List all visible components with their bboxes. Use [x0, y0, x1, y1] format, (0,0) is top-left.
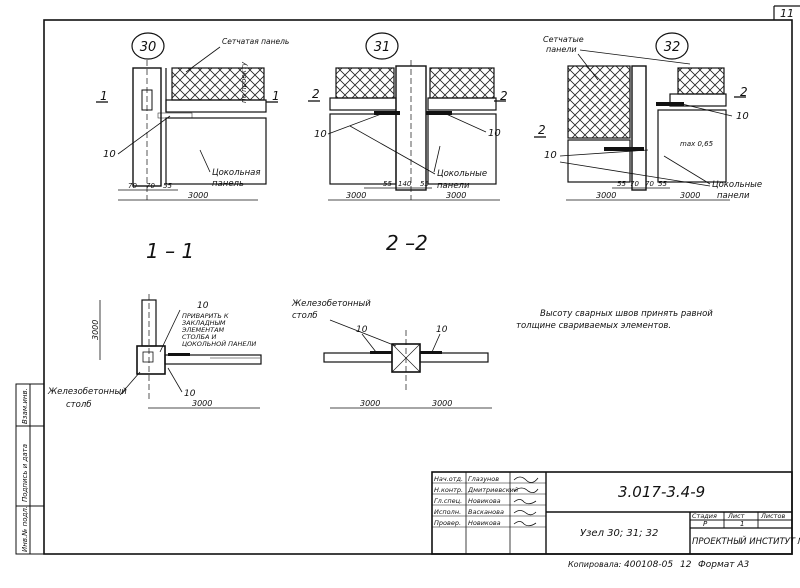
- node-31-span-left: 3000: [346, 191, 366, 200]
- sig-role-4: Исполн.: [434, 508, 461, 516]
- sig-name-1: Глазунов: [468, 475, 499, 483]
- section-2-2: 2 –2 Железобетонный столб 10 10 3000 300…: [291, 231, 492, 409]
- node-32-section-right: 2: [740, 85, 748, 99]
- section-2-2-title: 2 –2: [386, 231, 428, 255]
- order-number: 400108-05: [624, 560, 673, 570]
- side-stamp-sign-date: Подпись и дата: [21, 444, 29, 502]
- sig-name-2: Дмитриевский: [467, 486, 518, 494]
- node-32-panel-bottom-1: Цокольные: [712, 180, 762, 190]
- node-30-panel-bottom-1: Цокольная: [212, 168, 260, 178]
- node-30-vertical-label: по проекту: [240, 61, 248, 103]
- section-1-1-height: 3000: [91, 320, 100, 340]
- sheets-header: Листов: [760, 512, 785, 520]
- sig-role-2: Н.контр.: [434, 486, 463, 494]
- node-30-section-right: 1: [272, 89, 280, 103]
- general-note-2: толщине свариваемых элементов.: [516, 321, 671, 331]
- node-32-span-right: 3000: [680, 191, 700, 200]
- section-1-1-span: 3000: [192, 399, 212, 408]
- side-stamp: Взам.инв. Подпись и дата Инв.№ подл.: [15, 383, 45, 555]
- drawing-code: 3.017-3.4-9: [618, 483, 705, 501]
- side-stamp-inv: Инв.№ подл.: [21, 506, 29, 552]
- node-30-dim-1: 70: [128, 182, 137, 190]
- title-block: Нач.отд. Глазунов Н.контр. Дмитриевский …: [431, 471, 800, 555]
- node-31-span-right: 3000: [446, 191, 466, 200]
- node-32-section-left: 2: [538, 123, 546, 137]
- organization: ПРОЕКТНЫЙ ИНСТИТУТ №2: [692, 535, 800, 547]
- section-1-1-column-2: столб: [66, 400, 92, 410]
- sig-role-3: Гл.спец.: [434, 497, 462, 505]
- sheet-header: Лист: [727, 512, 745, 520]
- node-31: 31 2 2 10 10 Цокольные панели 55 140 55 …: [308, 32, 508, 201]
- node-32-callout-left: 10: [544, 150, 557, 161]
- node-32-dim-1: 55: [617, 180, 626, 188]
- node-31-section-right: 2: [500, 89, 508, 103]
- node-32-dim-2: 70: [630, 180, 639, 188]
- format-label: Формат А3: [698, 560, 750, 570]
- section-2-2-column-1: Железобетонный: [291, 299, 371, 309]
- node-31-dim-2: 140: [398, 180, 412, 188]
- node-32-number: 32: [664, 40, 681, 55]
- node-31-dim-3: 55: [420, 180, 429, 188]
- node-32-panel-top-2: панели: [546, 45, 577, 54]
- sig-name-4: Васканова: [468, 508, 504, 516]
- node-32-span-left: 3000: [596, 191, 616, 200]
- node-31-number: 31: [374, 40, 391, 55]
- section-2-2-callout-right: 10: [436, 325, 448, 335]
- node-32-callout-right: 10: [736, 111, 749, 122]
- side-stamp-replace: Взам.инв.: [21, 388, 29, 424]
- node-32-panel-top-1: Сетчатые: [543, 35, 584, 44]
- section-1-1-callout-bottom: 10: [184, 389, 196, 399]
- sheet-value: 1: [740, 520, 744, 528]
- general-note-1: Высоту сварных швов принять равной: [540, 309, 713, 319]
- node-30: 30 Сетчатая панель по проекту 1 1 10 Цок…: [96, 32, 289, 201]
- node-31-callout-right: 10: [488, 128, 501, 139]
- node-31-callout-left: 10: [314, 129, 327, 140]
- section-1-1-callout-top: 10: [197, 301, 209, 311]
- section-2-2-column-2: столб: [292, 311, 318, 321]
- node-30-dim-2: 70: [146, 182, 155, 190]
- sheet-number: 11: [780, 7, 794, 20]
- section-2-2-span-left: 3000: [360, 399, 380, 408]
- node-31-panel-bottom-1: Цокольные: [437, 169, 487, 179]
- node-32: 32 Сетчатые панели 2 2 10 10 max 0,65 Цо…: [534, 32, 762, 201]
- node-31-section-left: 2: [312, 87, 320, 101]
- sig-role-1: Нач.отд.: [434, 475, 463, 483]
- stage-header: Стадия: [692, 512, 717, 520]
- sig-role-5: Провер.: [434, 519, 461, 527]
- node-32-panel-bottom-2: панели: [717, 191, 750, 201]
- node-30-panel-bottom-2: панель: [212, 179, 244, 189]
- sig-name-5: Новикова: [468, 519, 501, 527]
- copied-by-label: Копировала:: [568, 560, 622, 569]
- node-30-span: 3000: [188, 191, 208, 200]
- section-1-1-note-2: ЗАКЛАДНЫМ: [182, 319, 226, 327]
- section-1-1: 1 – 1 10 ПРИВАРИТЬ К ЗАКЛАДНЫМ ЭЛЕМЕНТАМ…: [47, 239, 262, 410]
- drawing-title: Узел 30; 31; 32: [580, 528, 658, 539]
- section-2-2-callout-left: 10: [356, 325, 368, 335]
- node-30-number: 30: [140, 40, 157, 55]
- node-32-max-dim: max 0,65: [680, 140, 714, 148]
- copy-sheet: 12: [680, 560, 692, 570]
- section-1-1-note-5: ЦОКОЛЬНОЙ ПАНЕЛИ: [182, 339, 256, 348]
- node-32-dim-4: 55: [658, 180, 667, 188]
- section-1-1-column-1: Железобетонный: [47, 387, 127, 397]
- section-2-2-span-right: 3000: [432, 399, 452, 408]
- node-32-dim-3: 70: [645, 180, 654, 188]
- section-1-1-note-1: ПРИВАРИТЬ К: [182, 312, 229, 320]
- stage-value: Р: [703, 520, 708, 528]
- section-1-1-note-3: ЭЛЕМЕНТАМ: [181, 326, 225, 334]
- node-30-section-left: 1: [100, 89, 108, 103]
- node-30-panel-top: Сетчатая панель: [222, 37, 289, 46]
- sig-name-3: Новикова: [468, 497, 501, 505]
- section-1-1-title: 1 – 1: [146, 239, 194, 263]
- node-30-dim-3: 55: [163, 182, 172, 190]
- section-1-1-note-4: СТОЛБА И: [182, 333, 216, 341]
- node-31-dim-1: 55: [383, 180, 392, 188]
- node-31-panel-bottom-2: панели: [437, 181, 470, 191]
- sheet-frame: [43, 19, 793, 555]
- node-30-callout: 10: [103, 149, 116, 160]
